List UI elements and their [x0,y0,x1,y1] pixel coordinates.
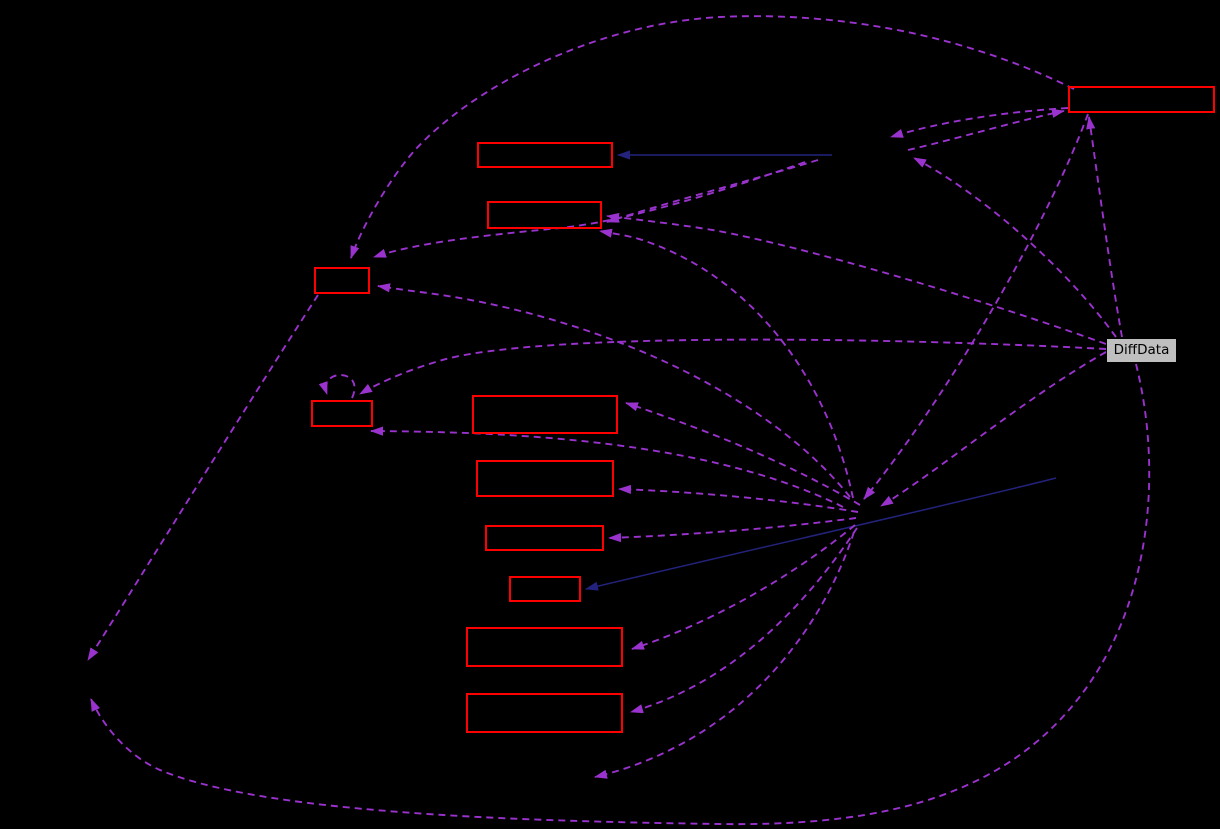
edge-hub1-to-row2 [606,159,819,223]
class-node-row1[interactable] [477,142,613,168]
edge-hub2-to-mid2 [618,484,859,513]
class-node-mid2[interactable] [476,460,614,497]
class-node-top-right[interactable] [1068,86,1215,113]
center-node-diffdata: DiffData [1106,338,1177,363]
edge-leftloop-self-loop [318,374,356,399]
edge-diffdata-to-hub2 [880,351,1107,507]
edge-hub2-to-bottom1 [631,524,856,650]
edge-topright-to-leftsmall-topcurve [350,15,1075,259]
edge-topright-to-hub2 [863,113,1089,500]
edge-hub2-to-leftsmall [377,283,851,498]
edge-diffdata-to-row2 [606,212,1107,345]
edge-topright-to-hub1 [890,107,1069,138]
class-node-mid4-small[interactable] [509,576,581,602]
edge-diffdata-to-topright [1086,116,1123,338]
edge-hub2-to-hub4 [594,531,855,779]
edge-diffdata-to-hub3-bottomcurve [90,363,1151,826]
edge-hub1-to-topright [907,108,1065,151]
class-node-row2[interactable] [487,201,602,229]
edge-diffdata-to-leftloop [359,338,1107,395]
edge-diffdata-to-hub1 [913,157,1117,338]
class-node-left-loop[interactable] [311,400,373,427]
edge-leftsmall-to-hub3 [87,294,319,661]
edge-hub2-to-mid3 [608,517,857,543]
class-node-mid3[interactable] [485,525,604,551]
class-node-left-small[interactable] [314,267,370,294]
edge-hub2-to-bottom2 [630,527,858,714]
class-node-mid1[interactable] [472,395,618,434]
class-node-bottom2[interactable] [466,693,623,733]
class-node-bottom1[interactable] [466,627,623,667]
edge-hub2-to-mid1 [625,402,861,506]
edge-hub2-to-row2 [599,228,854,499]
edge-hub2-to-leftloop [370,426,844,508]
edge-right-to-mid4-inherit [585,477,1057,591]
